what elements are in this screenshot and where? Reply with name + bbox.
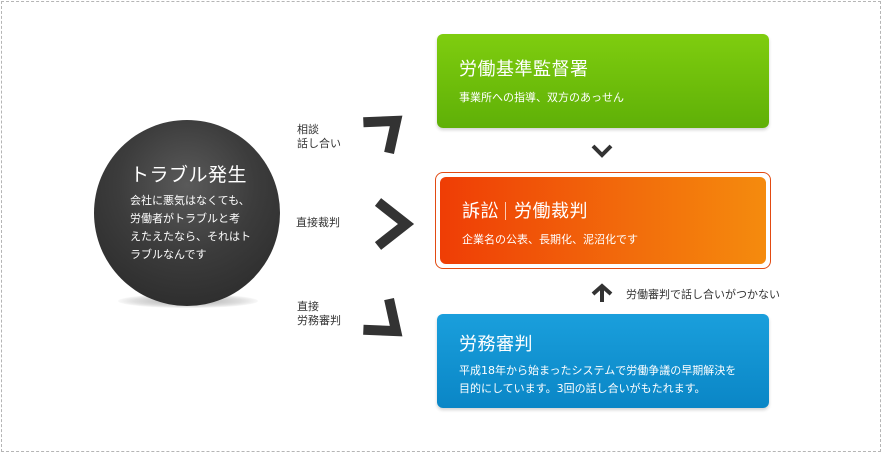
labor-office-box: 労働基準監督署 事業所への指導、双方のあっせん bbox=[437, 34, 769, 128]
consult-label: 相談 話し合い bbox=[297, 123, 341, 150]
labor-office-desc: 事業所への指導、双方のあっせん bbox=[459, 91, 624, 104]
down-arrow-icon bbox=[591, 144, 613, 158]
lawsuit-box: 訴訟労働裁判 企業名の公表、長期化、泥沼化です bbox=[440, 177, 766, 264]
labor-office-title: 労働基準監督署 bbox=[459, 59, 589, 80]
diagonal-up-arrow-icon bbox=[363, 115, 403, 154]
right-arrow-icon bbox=[374, 198, 415, 250]
up-arrow-icon bbox=[591, 283, 613, 302]
escalation-note: 労働審判で話し合いがつかない bbox=[626, 288, 780, 301]
trouble-title: トラブル発生 bbox=[130, 164, 248, 186]
tribunal-title: 労務審判 bbox=[459, 334, 533, 355]
title-separator bbox=[505, 202, 506, 220]
trouble-text: 会社に悪気はなくても、 労働者がトラブルと考 えたえたなら、それはト ラブルなん… bbox=[130, 194, 251, 261]
diagonal-down-arrow-icon bbox=[363, 298, 403, 337]
direct-trial-label: 直接裁判 bbox=[296, 216, 340, 229]
lawsuit-title-a: 訴訟 bbox=[462, 201, 499, 222]
trouble-circle: トラブル発生 会社に悪気はなくても、 労働者がトラブルと考 えたえたなら、それは… bbox=[94, 120, 280, 306]
lawsuit-desc: 企業名の公表、長期化、泥沼化です bbox=[462, 233, 638, 246]
lawsuit-title: 訴訟労働裁判 bbox=[462, 201, 766, 223]
tribunal-desc: 平成18年から始まったシステムで労働争議の早期解決を 目的にしています。3回の話… bbox=[459, 364, 737, 395]
tribunal-box: 労務審判 平成18年から始まったシステムで労働争議の早期解決を 目的にしています… bbox=[437, 314, 769, 408]
direct-tribunal-label: 直接 労務審判 bbox=[297, 300, 341, 327]
lawsuit-title-b: 労働裁判 bbox=[514, 201, 588, 222]
